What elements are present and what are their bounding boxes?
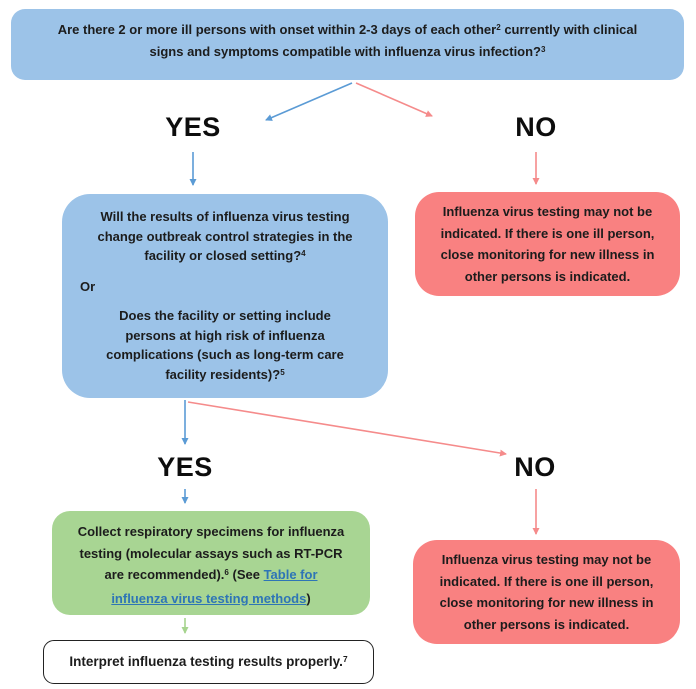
not-indicated-text-2: Influenza virus testing may not be indic… <box>439 552 654 632</box>
or-label: Or <box>80 278 96 294</box>
initial-question-part2: currently with clinical signs and sympto… <box>149 22 638 59</box>
collect-text-part3: ) <box>306 590 311 606</box>
outcome-box-not-indicated-2: Influenza virus testing may not be indic… <box>413 540 680 644</box>
influenza-testing-methods-link[interactable]: Table for influenza virus testing method… <box>111 567 318 606</box>
arrow-q1-to-no1 <box>355 82 433 117</box>
footnote-ref-3: 3 <box>541 45 546 55</box>
question-box-testing: Will the results of influenza virus test… <box>62 194 388 398</box>
outcome-box-not-indicated-1: Influenza virus testing may not be indic… <box>415 192 680 296</box>
footnote-ref-7: 7 <box>342 654 348 665</box>
not-indicated-text-1: Influenza virus testing may not be indic… <box>440 204 655 284</box>
outcome-box-collect-specimens: Collect respiratory specimens for influe… <box>52 511 370 615</box>
question-box-initial: Are there 2 or more ill persons with ons… <box>11 9 684 80</box>
testing-question-1-text: Will the results of influenza virus test… <box>97 209 353 263</box>
collect-text-part1: Collect respiratory specimens for influe… <box>77 524 345 582</box>
initial-question-part1: Are there 2 or more ill persons with ons… <box>57 22 497 37</box>
arrow-q1-to-yes1 <box>265 82 353 121</box>
collect-text-part2: (See <box>228 567 264 582</box>
initial-question-text: Are there 2 or more ill persons with ons… <box>17 20 678 64</box>
testing-question-2-text: Does the facility or setting include per… <box>106 308 344 382</box>
arrow-q2-to-no2 <box>187 401 507 457</box>
outcome-box-interpret: Interpret influenza testing results prop… <box>43 640 374 684</box>
yes-label-1: YES <box>165 112 221 142</box>
footnote-ref-2: 2 <box>496 23 501 33</box>
collect-specimens-text: Collect respiratory specimens for influe… <box>60 521 362 609</box>
testing-question-1: Will the results of influenza virus test… <box>76 207 374 268</box>
yes-label-2: YES <box>157 452 213 482</box>
no-label-1: NO <box>515 112 557 142</box>
footnote-ref-5: 5 <box>280 367 285 377</box>
testing-question-2: Does the facility or setting include per… <box>76 306 374 386</box>
interpret-text: Interpret influenza testing results prop… <box>69 654 343 669</box>
footnote-ref-6: 6 <box>224 568 229 578</box>
no-label-2: NO <box>514 452 556 482</box>
footnote-ref-4: 4 <box>301 249 306 259</box>
